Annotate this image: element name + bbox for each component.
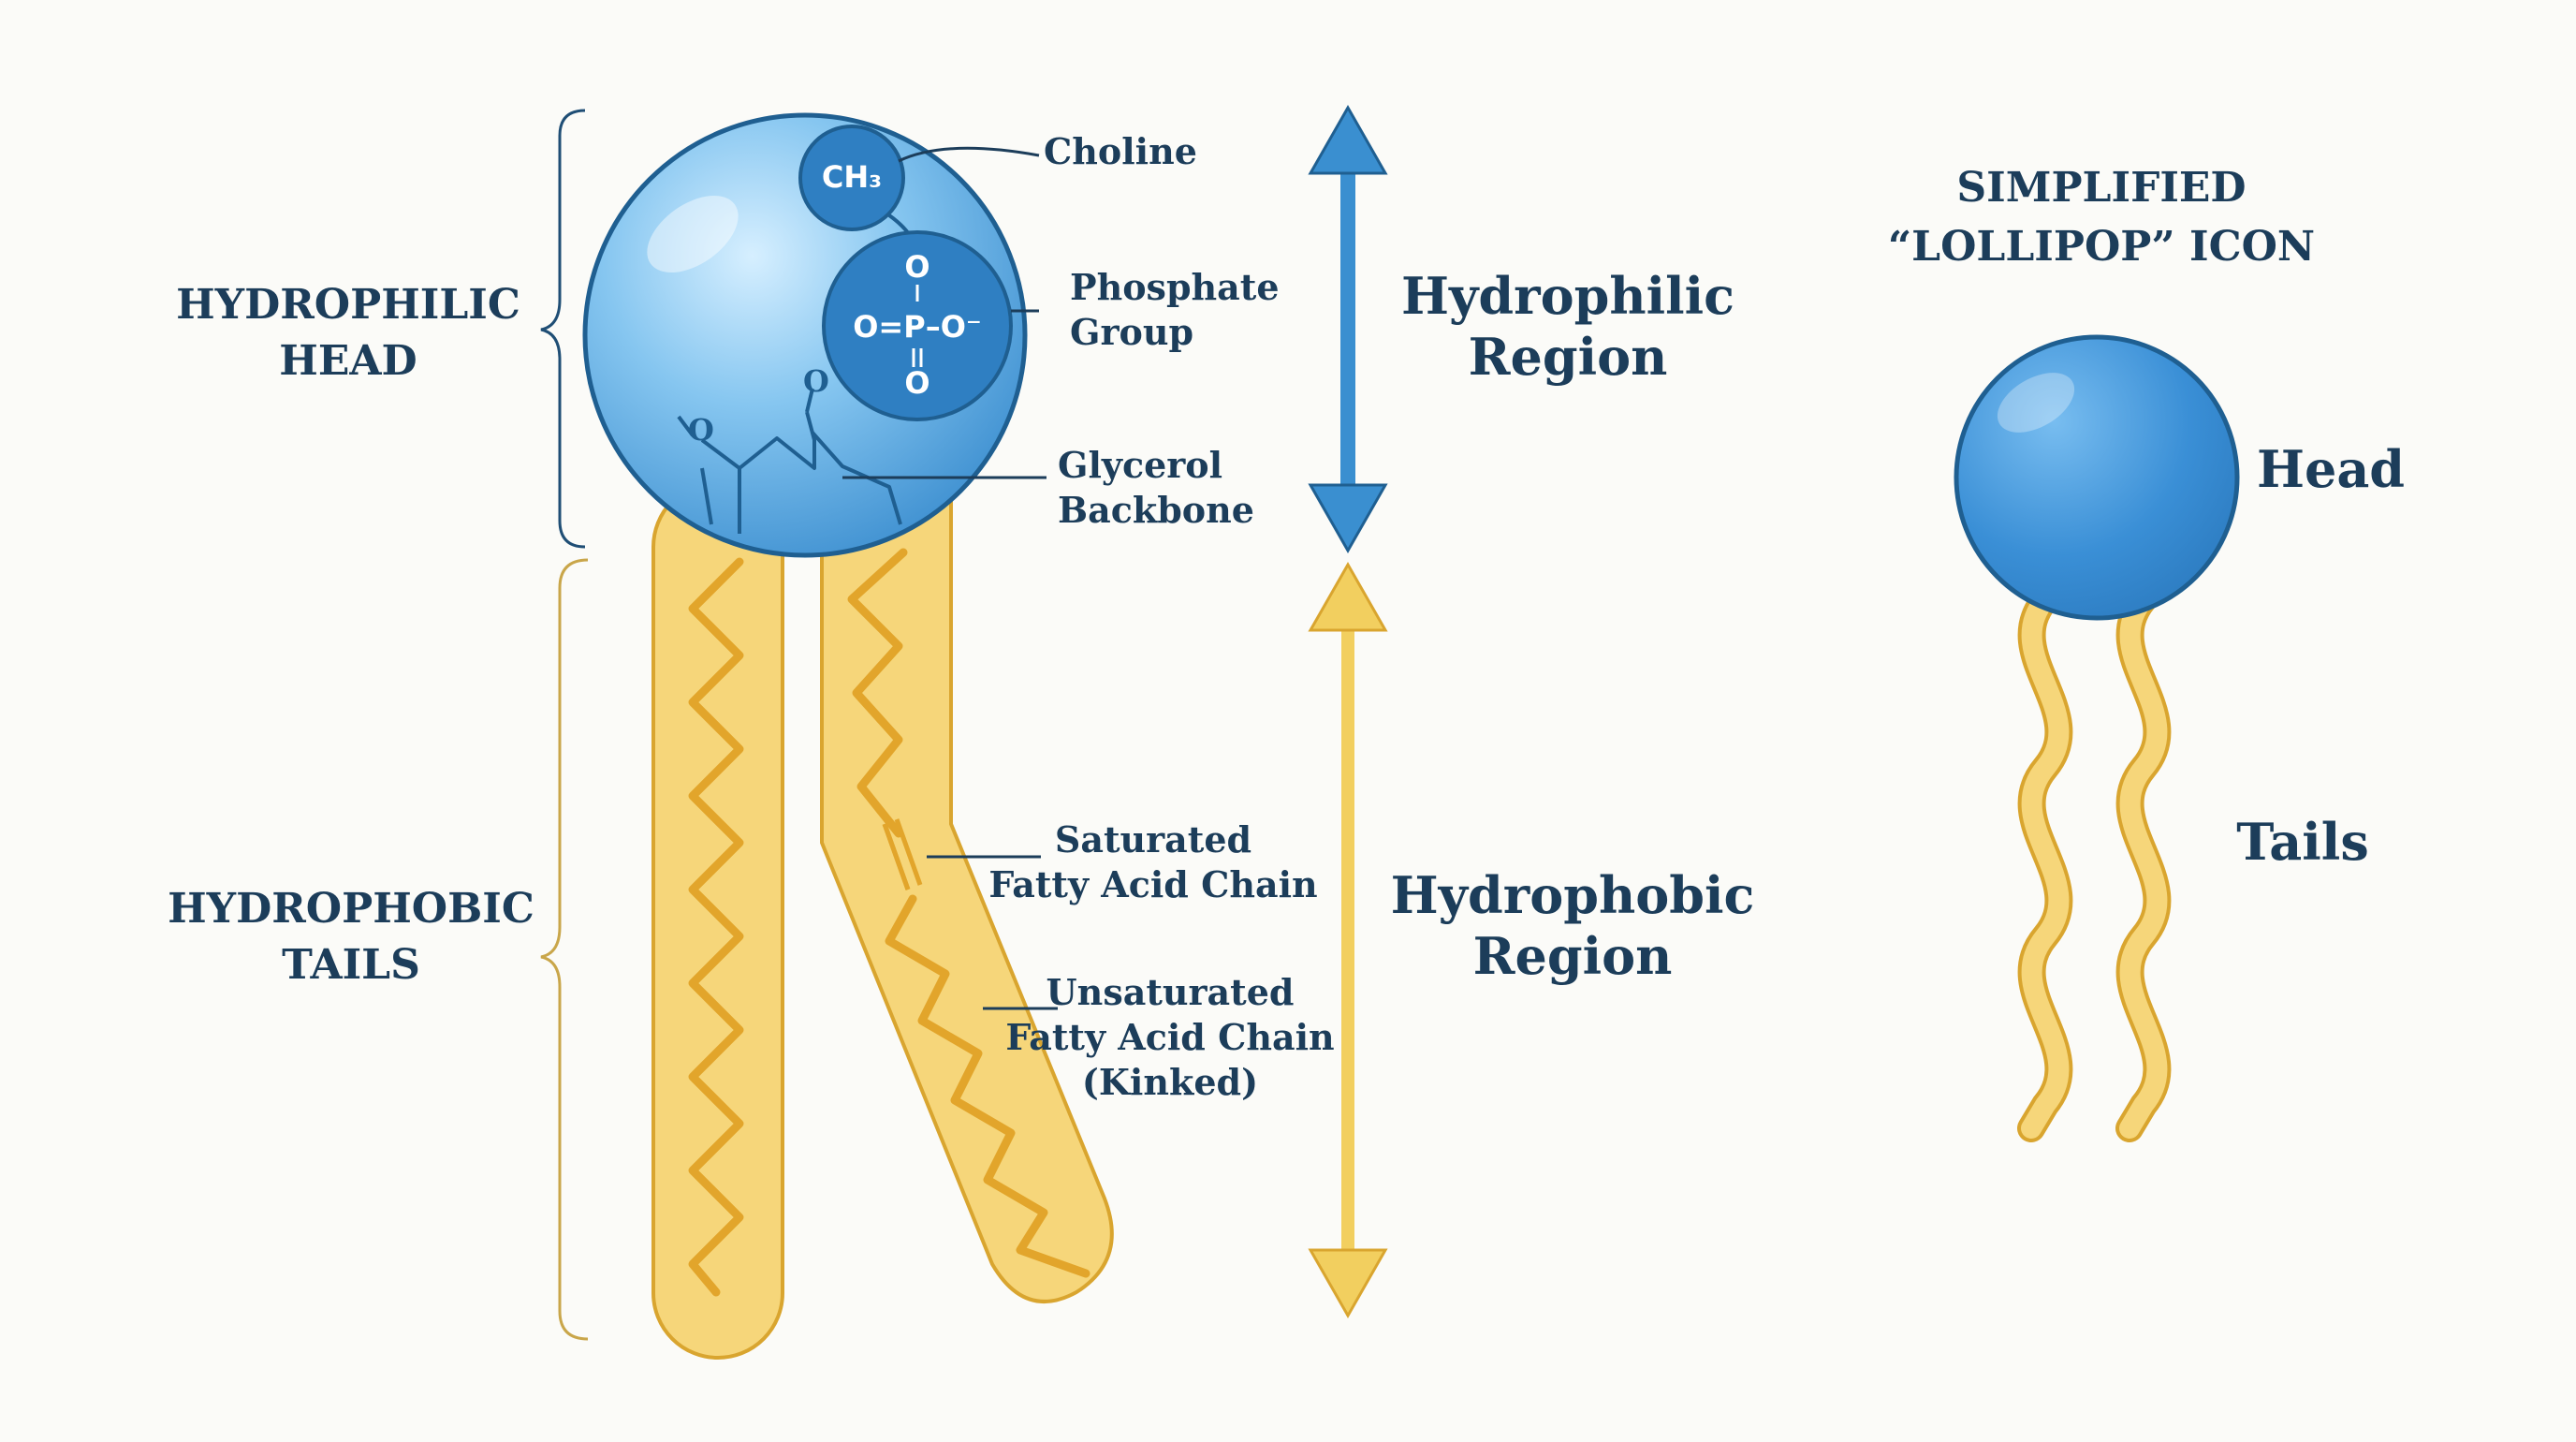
hydrophobic-region-label-1: Hydrophobic xyxy=(1391,865,1755,925)
unsaturated-label-1: Unsaturated xyxy=(1046,971,1295,1013)
icon-tails-label: Tails xyxy=(2236,812,2368,872)
hydrophilic-region-arrow xyxy=(1308,104,1388,554)
saturated-label-2: Fatty Acid Chain xyxy=(988,863,1317,905)
saturated-label-1: Saturated xyxy=(1055,818,1251,861)
glycerol-label-1: Glycerol xyxy=(1058,444,1222,486)
hydrophilic-region-label-1: Hydrophilic xyxy=(1401,266,1734,326)
glycerol-backbone xyxy=(677,388,1046,534)
simplified-title-1: SIMPLIFIED xyxy=(1956,164,2246,212)
unsaturated-tail xyxy=(820,480,1114,1303)
phosphate-o-top: O xyxy=(904,249,929,285)
hydrophobic-region-label-2: Region xyxy=(1473,926,1673,986)
simplified-title-2: “LOLLIPOP” ICON xyxy=(1888,223,2315,271)
choline-group: CH₃ xyxy=(798,125,1040,268)
carbonyl-oxygen-2: O xyxy=(803,363,829,399)
glycerol-label-2: Backbone xyxy=(1058,489,1254,531)
phosphate-label-2: Group xyxy=(1070,311,1193,353)
choline-label: Choline xyxy=(1044,130,1197,172)
hydrophilic-head-label-1: HYDROPHILIC xyxy=(176,281,520,329)
phosphate-label-1: Phosphate xyxy=(1070,266,1280,308)
lollipop-tails xyxy=(2017,585,2172,1142)
hydrophobic-tails-label-2: TAILS xyxy=(282,941,420,989)
icon-head-label: Head xyxy=(2257,439,2405,499)
phospholipid-head: CH₃ O O=P–O⁻ O O O xyxy=(582,112,1046,558)
phosphate-core: O=P–O⁻ xyxy=(853,309,982,345)
carbonyl-oxygen-1: O xyxy=(688,412,714,448)
lollipop-head xyxy=(1954,334,2240,621)
methyl-text: CH₃ xyxy=(822,159,882,195)
hydrophilic-head-label-2: HEAD xyxy=(279,337,417,385)
phosphate-group: O O=P–O⁻ O xyxy=(822,230,1039,421)
hydrophobic-region-arrow xyxy=(1308,561,1388,1319)
hydrophobic-tails-label-1: HYDROPHOBIC xyxy=(168,885,534,933)
unsaturated-label-3: (Kinked) xyxy=(1082,1061,1258,1103)
hydrophilic-head-brace xyxy=(540,109,586,549)
phosphate-o-bottom: O xyxy=(904,365,929,401)
hydrophilic-region-label-2: Region xyxy=(1469,327,1668,387)
unsaturated-label-2: Fatty Acid Chain xyxy=(1005,1016,1334,1058)
hydrophobic-tails-brace xyxy=(540,558,589,1341)
saturated-tail xyxy=(651,480,784,1360)
